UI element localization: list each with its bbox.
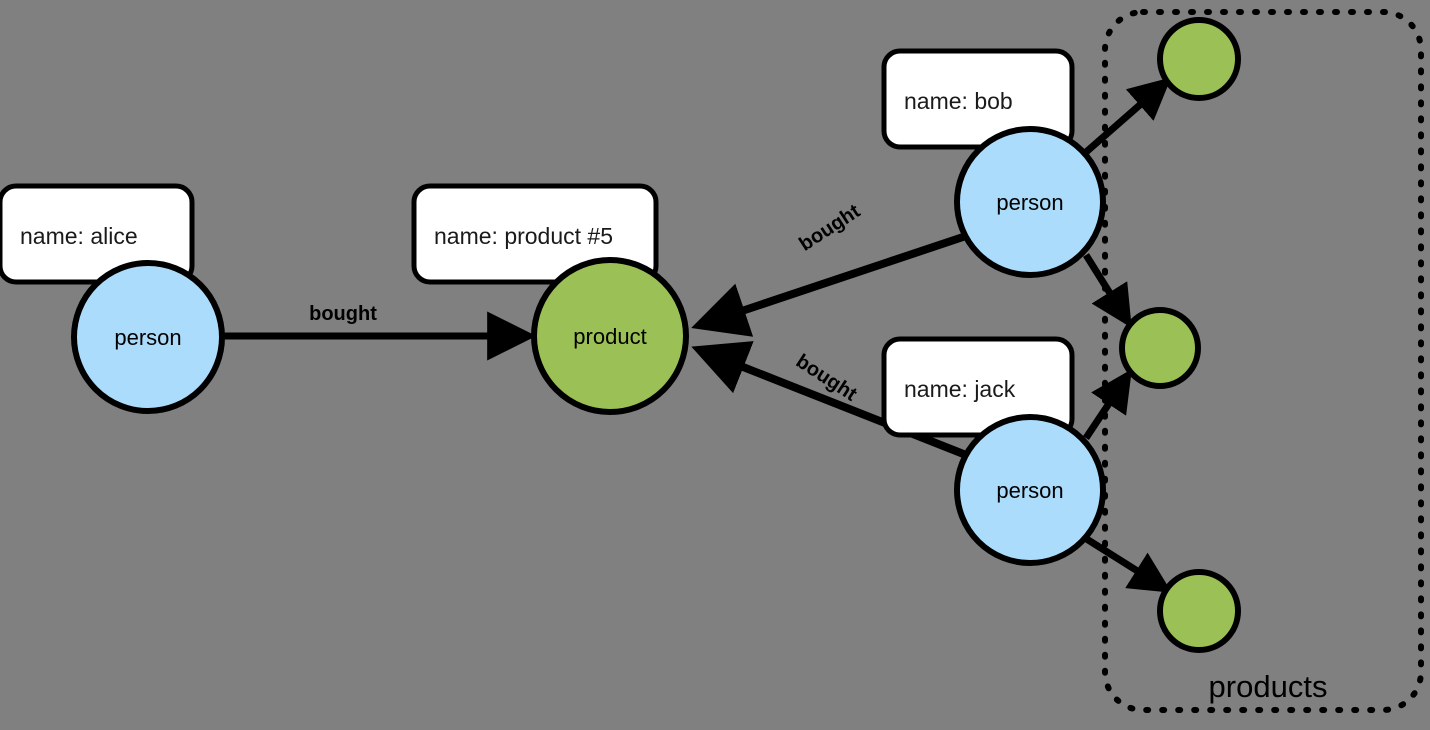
node-jack-label: person bbox=[996, 478, 1063, 503]
product-node-bottom[interactable] bbox=[1157, 569, 1241, 653]
edge-bob-to-product-mid bbox=[1083, 253, 1132, 328]
product-node-mid[interactable] bbox=[1119, 307, 1201, 389]
edge-label-bob-bought: bought bbox=[795, 200, 864, 256]
edge-label-alice-bought: bought bbox=[309, 303, 377, 325]
edge-jack-to-product-mid bbox=[1083, 369, 1132, 440]
property-box-jack-text: name: jack bbox=[904, 376, 1016, 402]
property-box-alice-text: name: alice bbox=[20, 223, 138, 249]
node-jack[interactable]: person bbox=[954, 414, 1106, 566]
node-alice-label: person bbox=[114, 325, 181, 350]
property-box-product5: name: product #5 bbox=[411, 183, 659, 285]
node-alice[interactable]: person bbox=[71, 260, 225, 414]
products-group-label: products bbox=[1209, 669, 1328, 704]
edge-bob-to-product-top bbox=[1082, 77, 1172, 156]
products-group-border bbox=[1102, 9, 1424, 713]
node-product5[interactable]: product bbox=[531, 257, 689, 415]
property-box-product5-text: name: product #5 bbox=[434, 223, 613, 249]
node-product5-label: product bbox=[573, 324, 646, 349]
property-box-jack: name: jack bbox=[881, 336, 1075, 438]
node-bob-circle[interactable] bbox=[954, 126, 1106, 278]
edge-jack-to-product-bottom bbox=[1083, 535, 1172, 593]
node-jack-circle[interactable] bbox=[954, 414, 1106, 566]
node-bob-label: person bbox=[996, 190, 1063, 215]
product-node-top[interactable] bbox=[1157, 17, 1241, 101]
node-bob[interactable]: person bbox=[954, 126, 1106, 278]
property-box-product5-shape bbox=[411, 183, 659, 285]
node-alice-circle[interactable] bbox=[71, 260, 225, 414]
property-box-bob-text: name: bob bbox=[904, 88, 1013, 114]
node-product5-circle[interactable] bbox=[531, 257, 689, 415]
edge-bob-bought bbox=[691, 232, 968, 337]
